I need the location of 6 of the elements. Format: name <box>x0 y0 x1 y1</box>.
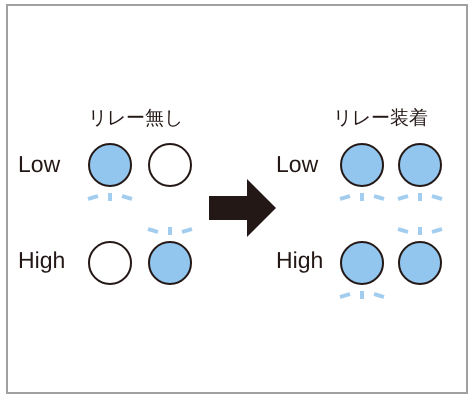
row-label: Low <box>276 152 318 176</box>
column-heading: リレー無し <box>88 108 183 128</box>
row-label: High <box>18 248 66 272</box>
column-heading: リレー装着 <box>333 108 428 128</box>
row-label: High <box>276 248 324 272</box>
row-label: Low <box>18 152 60 176</box>
